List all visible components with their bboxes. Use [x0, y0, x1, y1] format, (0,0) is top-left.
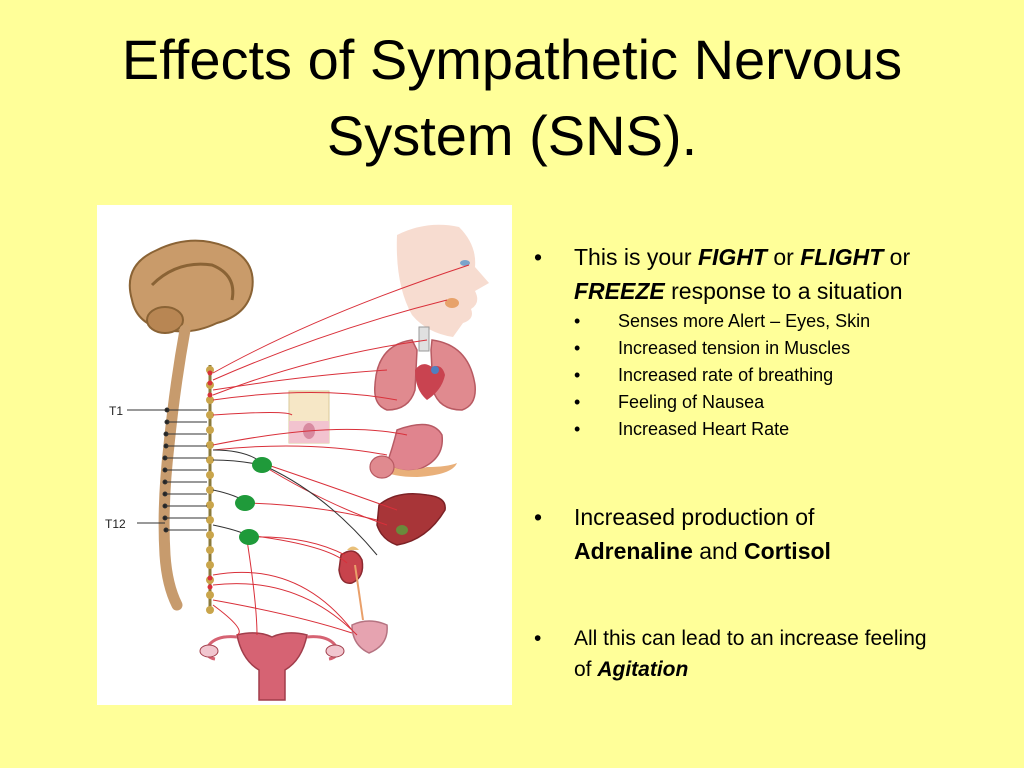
sub-bullet-item: •Increased Heart Rate [574, 419, 790, 439]
kidney-illustration [338, 550, 364, 584]
slide-title: Effects of Sympathetic Nervous System (S… [0, 22, 1024, 174]
stomach-illustration [386, 423, 444, 472]
prevertebral-ganglia [235, 457, 272, 545]
lungs-illustration [374, 339, 418, 411]
mouth-icon [445, 298, 459, 308]
sub-bullet-list: •Senses more Alert – Eyes, Skin •Increas… [530, 308, 1000, 443]
spinal-cord [158, 324, 191, 611]
liver-illustration [376, 493, 446, 546]
sub-bullet-item: •Increased tension in Muscles [574, 338, 851, 358]
eye-icon [460, 260, 470, 266]
sub-bullet-item: •Increased rate of breathing [574, 365, 834, 385]
label-t12: T12 [105, 517, 126, 531]
sympathetic-nerve-fibres [212, 264, 470, 636]
sub-bullet-item: •Senses more Alert – Eyes, Skin [574, 311, 871, 331]
bullet-agitation-text: All this can lead to an increase feeling… [574, 627, 927, 681]
bullet-agitation: • All this can lead to an increase feeli… [530, 623, 1000, 685]
sns-diagram: T1 T12 [97, 205, 512, 705]
reproductive-organs-illustration [236, 632, 308, 701]
bullet-marker: • [534, 504, 543, 530]
sub-bullet-item: •Feeling of Nausea [574, 392, 765, 412]
face-illustration [396, 224, 489, 337]
title-line-2: System (SNS). [326, 104, 698, 167]
title-line-1: Effects of Sympathetic Nervous [121, 28, 903, 91]
bladder-illustration [351, 620, 388, 654]
bullet-marker: • [534, 627, 542, 650]
label-t1: T1 [109, 404, 123, 418]
sns-diagram-svg: T1 T12 [105, 224, 489, 701]
bullet-marker: • [534, 244, 543, 270]
spinal-nerve-roots [127, 407, 207, 533]
